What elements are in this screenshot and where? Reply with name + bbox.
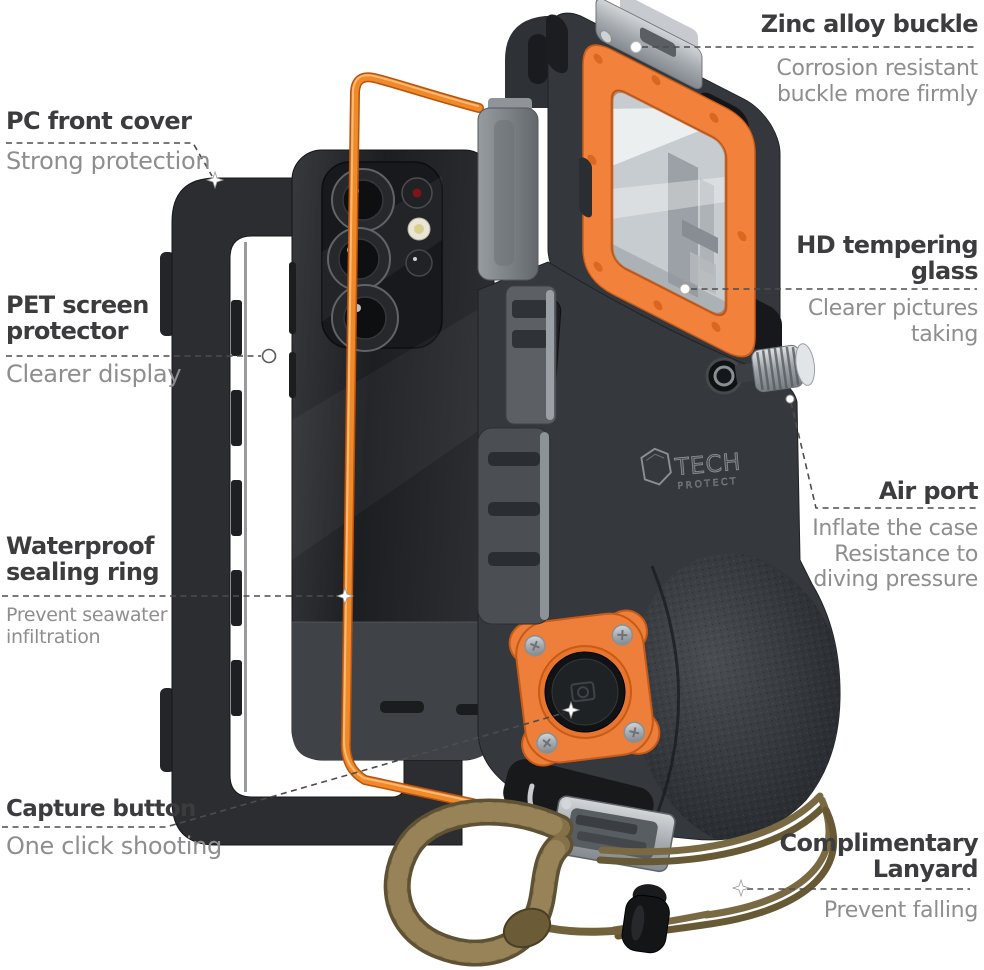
- callout-capture-button-subtitle: One click shooting: [6, 832, 222, 860]
- air-port-valve: [705, 343, 816, 395]
- zinc-alloy-buckle: [595, 0, 703, 90]
- hd-tempering-glass-window: [612, 90, 726, 320]
- sparkle-marker: [561, 700, 581, 720]
- brand-logo: TECH PROTECT: [640, 447, 742, 492]
- waterproof-sealing-ring-cord: [340, 72, 565, 827]
- braided-wrist-loop: [383, 798, 574, 967]
- orange-window-frame: [579, 44, 756, 358]
- back-case-window-assembly: [546, 0, 782, 391]
- sparkle-marker: [731, 878, 751, 898]
- callout-zinc-buckle-title: Zinc alloy buckle: [760, 10, 979, 38]
- callout-lanyard-title: Complimentary Lanyard: [779, 829, 979, 883]
- dot-marker: [630, 41, 642, 53]
- dot-marker: [785, 394, 795, 404]
- callout-pc-front-cover-title: PC front cover: [6, 107, 192, 135]
- hexagon-icon: [640, 447, 672, 486]
- sparkle-marker: [205, 170, 225, 190]
- phone-side-button: [289, 262, 296, 334]
- phone: [289, 149, 495, 761]
- cord-lock-toggle: [621, 884, 670, 954]
- callout-pet-screen-title: PET screen protector: [6, 291, 149, 345]
- callout-air-port-title: Air port: [878, 477, 979, 505]
- hinges: [477, 98, 557, 625]
- callout-hd-glass-title: HD tempering glass: [796, 231, 978, 285]
- capture-button: [508, 609, 661, 767]
- callout-air-port-subtitle: Inflate the case Resistance to diving pr…: [812, 516, 978, 593]
- frame-ribs: [231, 300, 242, 716]
- dot-marker: [679, 283, 691, 295]
- callout-sealing-ring-title: Waterproof sealing ring: [6, 532, 160, 586]
- leader-air-port: [790, 401, 978, 509]
- sparkle-marker: [335, 586, 355, 606]
- callout-lanyard-subtitle: Prevent falling: [823, 898, 978, 923]
- callout-pet-screen-subtitle: Clearer display: [6, 360, 182, 388]
- callout-capture-button-title: Capture button: [6, 796, 196, 822]
- logo-text-tech: TECH: [673, 447, 742, 481]
- leader-pc-front-cover: [6, 142, 213, 177]
- back-case-body: TECH PROTECT: [477, 261, 841, 841]
- circle-marker: [261, 348, 277, 364]
- leader-lines: [2, 46, 978, 890]
- callout-zinc-buckle-subtitle: Corrosion resistant buckle more firmly: [776, 56, 978, 107]
- camera-icon: [570, 681, 596, 703]
- plate-screws: [524, 624, 646, 754]
- frame-screws: [587, 53, 747, 332]
- lanyard-cord: [383, 792, 838, 967]
- phone-side-button: [289, 352, 296, 398]
- callout-pc-front-cover-subtitle: Strong protection: [6, 147, 211, 175]
- callout-hd-glass-subtitle: Clearer pictures taking: [807, 296, 978, 347]
- leader-markers: [205, 41, 795, 898]
- phone-camera-module: [321, 161, 443, 352]
- leader-capture-button: [2, 712, 565, 828]
- logo-text-protect: PROTECT: [677, 476, 739, 492]
- camera-lens-icon: [327, 168, 399, 352]
- grip-handle: [630, 553, 841, 840]
- callout-sealing-ring-subtitle: Prevent seawater infiltration: [6, 604, 168, 649]
